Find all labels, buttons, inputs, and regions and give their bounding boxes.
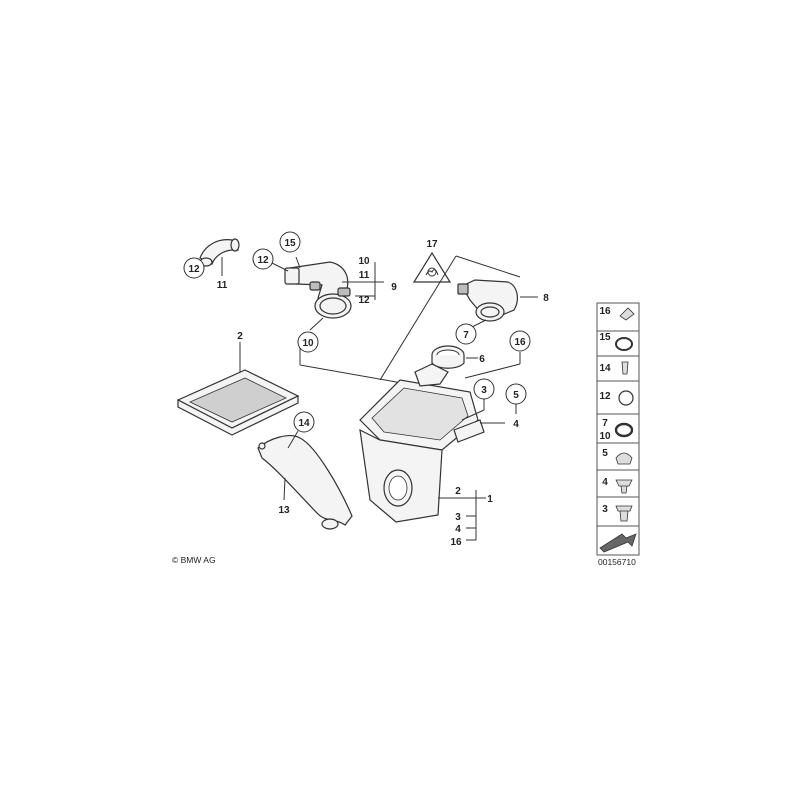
- callout-label: 12: [188, 264, 200, 275]
- callout-label: 10: [302, 338, 314, 349]
- callout-16: 16: [509, 330, 531, 352]
- label-4: 4: [513, 419, 519, 430]
- air-mass-meter-part-8: [457, 279, 518, 322]
- callout-label: 5: [513, 390, 519, 401]
- callout-15: 15: [279, 231, 301, 253]
- seal-ring-part-6: [431, 345, 465, 369]
- air-filter-element-part-2: [176, 369, 300, 436]
- label-4-housing: 4: [455, 524, 461, 535]
- bolt-icon: [615, 505, 633, 522]
- label-1: 1: [487, 494, 493, 505]
- hose-clamp-icon: [615, 337, 633, 351]
- label-2-filter: 2: [237, 331, 243, 342]
- callout-label: 3: [481, 385, 487, 396]
- callout-12-left: 12: [183, 257, 205, 279]
- label-6: 6: [479, 354, 485, 365]
- label-11-left: 11: [217, 280, 228, 291]
- label-10-top: 10: [358, 256, 370, 267]
- screw-icon: [621, 361, 629, 375]
- label-16-housing: 16: [450, 537, 462, 548]
- clip-icon: [619, 307, 635, 321]
- legend-label-5: 5: [602, 448, 608, 459]
- label-9: 9: [391, 282, 397, 293]
- callout-label: 7: [463, 330, 469, 341]
- label-3-housing: 3: [455, 512, 461, 523]
- callout-12-mid: 12: [252, 248, 274, 270]
- callout-label: 16: [514, 337, 526, 348]
- legend-label-4: 4: [602, 477, 608, 488]
- label-11-top: 11: [359, 270, 370, 281]
- legend-label-16: 16: [599, 306, 611, 317]
- label-2-housing: 2: [455, 486, 461, 497]
- fastener-legend: 16 15 14 12 7 10 5 4 3: [596, 302, 640, 556]
- legend-label-10: 10: [599, 431, 611, 442]
- legend-label-7: 7: [602, 418, 608, 429]
- label-13: 13: [278, 505, 290, 516]
- label-12-top: 12: [358, 295, 370, 306]
- legend-label-12: 12: [599, 391, 611, 402]
- intake-pipe-part-9: [284, 261, 352, 319]
- legend-label-14: 14: [599, 363, 611, 374]
- arrow-icon: [599, 533, 637, 553]
- callout-5: 5: [505, 383, 527, 405]
- hose-part-11: [199, 238, 240, 267]
- air-filter-housing-part-1: [359, 363, 485, 523]
- callout-14: 14: [293, 411, 315, 433]
- callout-7: 7: [455, 323, 477, 345]
- rubber-mount-icon: [615, 452, 633, 465]
- spring-clamp-icon: [618, 390, 634, 406]
- diagram-id: 00156710: [598, 557, 636, 567]
- legend-label-3: 3: [602, 504, 608, 515]
- callout-label: 15: [284, 238, 296, 249]
- legend-label-15: 15: [599, 332, 611, 343]
- intake-duct-part-13: [257, 435, 353, 530]
- label-8: 8: [543, 293, 549, 304]
- callout-label: 12: [257, 255, 269, 266]
- copyright-text: © BMW AG: [172, 555, 216, 565]
- callout-label: 14: [298, 418, 310, 429]
- callout-10: 10: [297, 331, 319, 353]
- warning-label-part-17: [412, 251, 452, 283]
- label-17: 17: [426, 239, 438, 250]
- grommet-icon: [615, 479, 633, 494]
- clamp-icon: [614, 422, 634, 438]
- callout-3: 3: [473, 378, 495, 400]
